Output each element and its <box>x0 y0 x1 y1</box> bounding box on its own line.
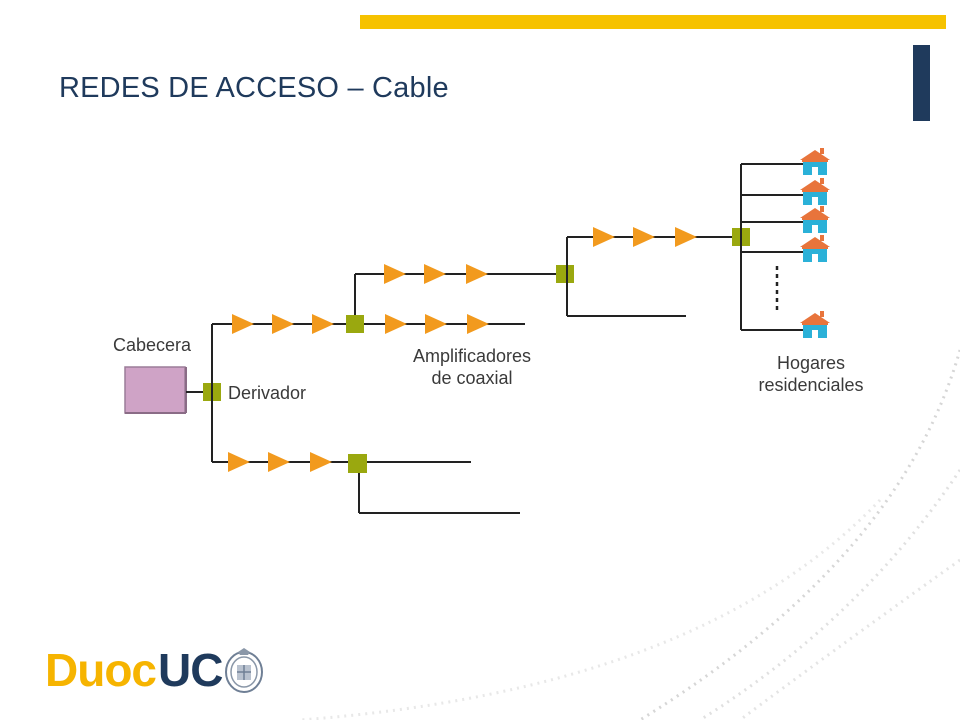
house-icon <box>800 178 830 205</box>
university-seal-icon <box>225 648 264 693</box>
amplifier-chain-top <box>593 227 697 247</box>
duoc-uc-logo: Duoc UC <box>45 642 264 698</box>
amplifiers-label: Amplificadores de coaxial <box>394 345 550 389</box>
amplifier-chain-mid <box>384 264 488 284</box>
splitter-lower <box>348 454 367 473</box>
amplifiers-label-line2: de coaxial <box>431 368 513 388</box>
logo-text-duoc: Duoc <box>45 644 157 696</box>
side-accent-bar <box>913 45 930 121</box>
homes-label-line2: residenciales <box>758 375 864 395</box>
top-accent-bar <box>360 15 946 29</box>
headend-box <box>124 366 187 414</box>
amplifier-chain-lower <box>228 452 332 472</box>
house-icon <box>800 148 830 175</box>
amplifier-chain-upper-1 <box>232 314 334 334</box>
amplifier-chain-upper-2 <box>385 314 489 334</box>
amplifiers-label-line1: Amplificadores <box>412 346 532 366</box>
homes-label: Hogares residenciales <box>738 352 884 396</box>
homes-label-line1: Hogares <box>776 353 846 373</box>
splitter-mid <box>556 265 574 283</box>
house-icon <box>800 311 830 338</box>
splitter-upper <box>346 315 364 333</box>
splitter-label: Derivador <box>228 383 307 403</box>
house-icon <box>800 206 830 233</box>
headend-label: Cabecera <box>113 335 192 355</box>
slide-title: REDES DE ACCESO – Cable <box>59 72 449 104</box>
house-icon <box>800 235 830 262</box>
logo-text-uc: UC <box>158 644 223 696</box>
